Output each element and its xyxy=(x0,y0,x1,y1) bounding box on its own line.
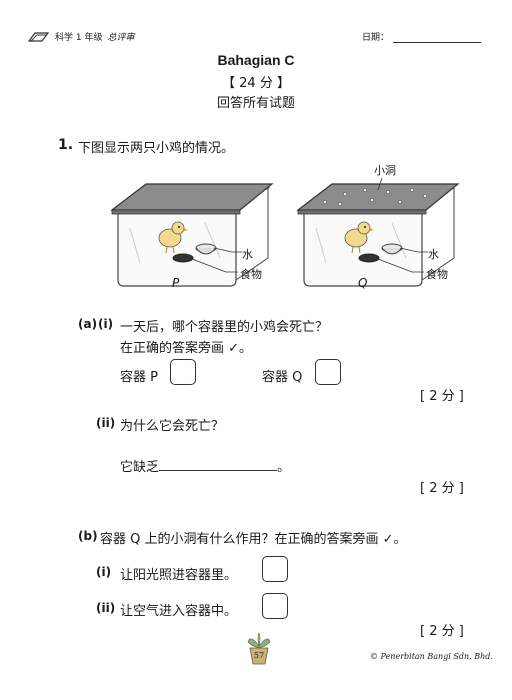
part-b-label: (b) xyxy=(78,529,98,543)
option-b-i-checkbox[interactable] xyxy=(262,556,288,582)
caption-q: Q xyxy=(358,276,368,290)
option-q-label: 容器 Q xyxy=(262,370,303,385)
label-food-q: 食物 xyxy=(426,268,448,281)
section-marks: 【 24 分 】 xyxy=(222,76,290,91)
page-number: 57 xyxy=(253,651,265,660)
part-b-i-text: 让阳光照进容器里。 xyxy=(120,568,238,583)
date-line[interactable] xyxy=(393,33,482,43)
answer-suffix: 。 xyxy=(277,460,291,475)
part-b-ii-label: (ii) xyxy=(96,601,116,615)
section-instruction: 回答所有试题 xyxy=(216,96,295,111)
part-b-ii-text: 让空气进入容器中。 xyxy=(120,604,238,619)
label-water-p: 水 xyxy=(242,248,253,261)
part-a-ii-label: (ii) xyxy=(96,416,116,430)
part-a-i-label: (i) xyxy=(98,317,114,331)
caption-p: P xyxy=(172,276,180,290)
option-p-label: 容器 P xyxy=(120,370,158,385)
label-hole: 小洞 xyxy=(374,164,396,177)
page-header: 科学 1 年级 总评审 xyxy=(28,30,134,43)
marks-a-i: [ 2 分 ] xyxy=(420,389,464,404)
part-a-i-line1: 一天后，哪个容器里的小鸡会死亡？ xyxy=(120,320,329,335)
air-holes xyxy=(323,188,427,206)
label-food-p: 食物 xyxy=(240,268,262,281)
container-q xyxy=(296,177,460,287)
book-logo-icon xyxy=(28,31,50,42)
section-title: Bahagian C xyxy=(217,52,295,68)
option-p-checkbox[interactable] xyxy=(170,359,196,385)
chick-containers-figure xyxy=(110,177,460,287)
date-label: 日期： xyxy=(362,33,390,43)
container-p xyxy=(110,183,274,287)
marks-b: [ 2 分 ] xyxy=(420,624,464,639)
marks-a-ii: [ 2 分 ] xyxy=(420,481,464,496)
answer-blank[interactable] xyxy=(159,458,278,471)
header-subject: 科学 1 年级 xyxy=(55,33,103,43)
page-number-plant-icon xyxy=(247,632,271,665)
question-number: 1. xyxy=(58,137,74,153)
publisher-credit: © Penerbitan Bangi Sdn. Bhd. xyxy=(370,652,493,661)
part-a-label: (a) xyxy=(78,317,98,331)
part-b-i-label: (i) xyxy=(96,565,112,579)
part-b-text: 容器 Q 上的小洞有什么作用？在正确的答案旁画 ✓。 xyxy=(100,532,407,547)
answer-prefix: 它缺乏 xyxy=(120,460,160,475)
part-a-ii-text: 为什么它会死亡？ xyxy=(120,419,225,434)
header-section: 总评审 xyxy=(107,33,135,43)
option-b-ii-checkbox[interactable] xyxy=(262,593,288,619)
answer-line-row: 它缺乏 。 xyxy=(120,456,290,475)
option-q-checkbox[interactable] xyxy=(315,359,341,385)
label-water-q: 水 xyxy=(428,248,439,261)
date-field: 日期： xyxy=(362,30,482,43)
question-text: 下图显示两只小鸡的情况。 xyxy=(78,141,235,156)
part-a-i-line2: 在正确的答案旁画 ✓。 xyxy=(120,341,253,356)
